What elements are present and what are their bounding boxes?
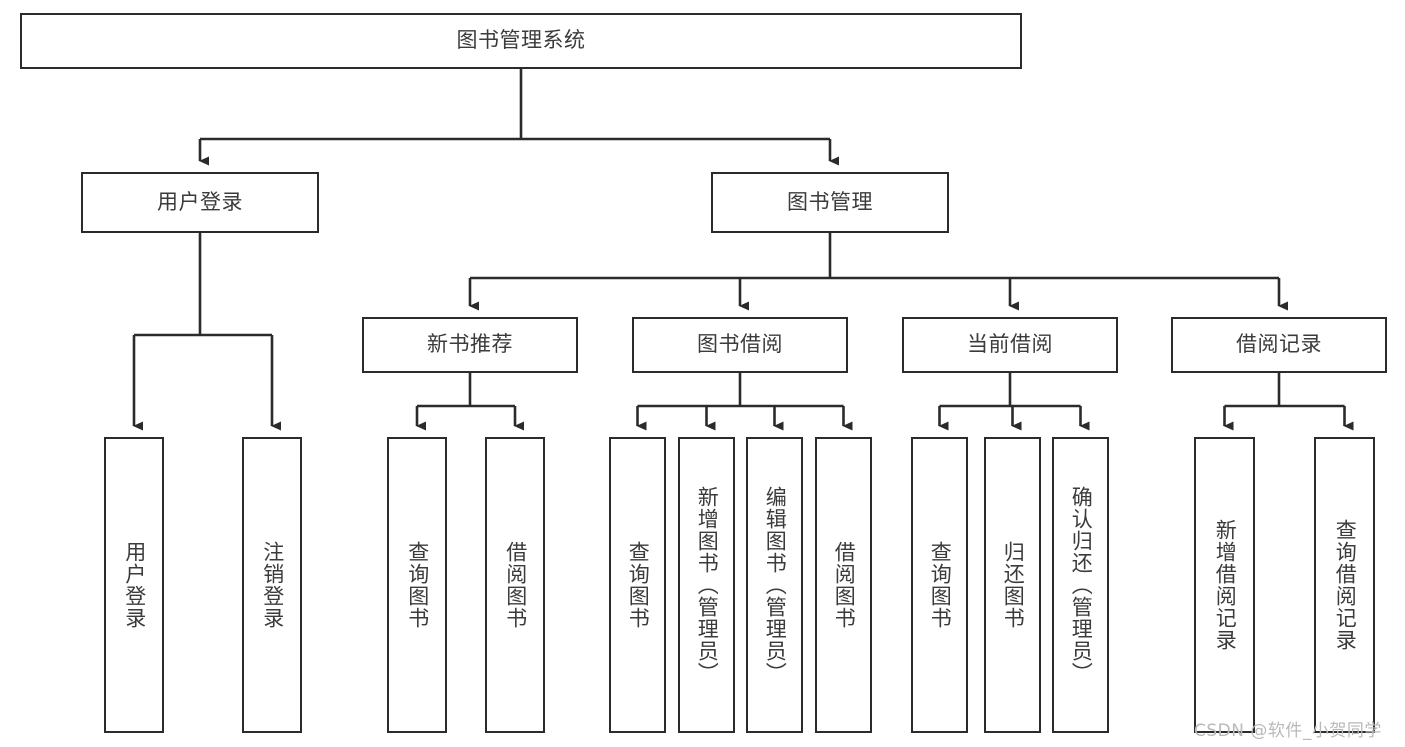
node-leaf-record-query-label: 查询借阅记录 xyxy=(1333,519,1358,651)
node-leaf-current-query[interactable]: 查询图书 xyxy=(911,437,968,733)
node-leaf-current-confirm[interactable]: 确认归还（管理员） xyxy=(1052,437,1109,733)
node-new-book-recommend-label: 新书推荐 xyxy=(427,332,513,357)
node-user-login-module-label: 用户登录 xyxy=(157,189,243,214)
node-user-login-module[interactable]: 用户登录 xyxy=(81,172,319,233)
node-leaf-newbook-query[interactable]: 查询图书 xyxy=(387,437,447,733)
node-root[interactable]: 图书管理系统 xyxy=(20,13,1022,69)
node-current-borrow[interactable]: 当前借阅 xyxy=(902,317,1118,373)
node-leaf-record-query[interactable]: 查询借阅记录 xyxy=(1314,437,1375,733)
node-leaf-user-logout[interactable]: 注销登录 xyxy=(242,437,302,733)
node-leaf-current-return[interactable]: 归还图书 xyxy=(984,437,1041,733)
node-book-management-module[interactable]: 图书管理 xyxy=(711,172,949,233)
node-leaf-borrow-add[interactable]: 新增图书（管理员） xyxy=(678,437,735,733)
node-book-borrow-label: 图书借阅 xyxy=(697,332,783,357)
node-new-book-recommend[interactable]: 新书推荐 xyxy=(362,317,578,373)
node-leaf-borrow-add-label: 新增图书（管理员） xyxy=(695,486,720,684)
node-root-label: 图书管理系统 xyxy=(456,28,586,53)
node-leaf-borrow-query-label: 查询图书 xyxy=(626,541,651,629)
node-leaf-record-add-label: 新增借阅记录 xyxy=(1213,519,1238,651)
node-leaf-borrow-query[interactable]: 查询图书 xyxy=(609,437,666,733)
node-leaf-user-login-label: 用户登录 xyxy=(122,541,147,629)
node-leaf-user-login[interactable]: 用户登录 xyxy=(104,437,164,733)
node-leaf-borrow-borrow[interactable]: 借阅图书 xyxy=(815,437,872,733)
node-leaf-newbook-query-label: 查询图书 xyxy=(405,541,430,629)
node-leaf-current-return-label: 归还图书 xyxy=(1001,541,1026,629)
node-leaf-borrow-edit[interactable]: 编辑图书（管理员） xyxy=(746,437,803,733)
node-borrow-record[interactable]: 借阅记录 xyxy=(1171,317,1387,373)
node-leaf-user-logout-label: 注销登录 xyxy=(260,541,285,629)
csdn-watermark: CSDN @软件_小贺同学 xyxy=(1194,721,1382,741)
node-leaf-current-query-label: 查询图书 xyxy=(928,541,953,629)
node-book-borrow[interactable]: 图书借阅 xyxy=(632,317,848,373)
node-leaf-newbook-borrow-label: 借阅图书 xyxy=(503,541,528,629)
node-borrow-record-label: 借阅记录 xyxy=(1236,332,1322,357)
node-leaf-borrow-borrow-label: 借阅图书 xyxy=(832,541,857,629)
node-leaf-current-confirm-label: 确认归还（管理员） xyxy=(1069,486,1094,684)
node-leaf-borrow-edit-label: 编辑图书（管理员） xyxy=(763,486,788,684)
node-leaf-record-add[interactable]: 新增借阅记录 xyxy=(1194,437,1255,733)
node-leaf-newbook-borrow[interactable]: 借阅图书 xyxy=(485,437,545,733)
node-current-borrow-label: 当前借阅 xyxy=(967,332,1053,357)
node-book-management-module-label: 图书管理 xyxy=(787,189,873,214)
